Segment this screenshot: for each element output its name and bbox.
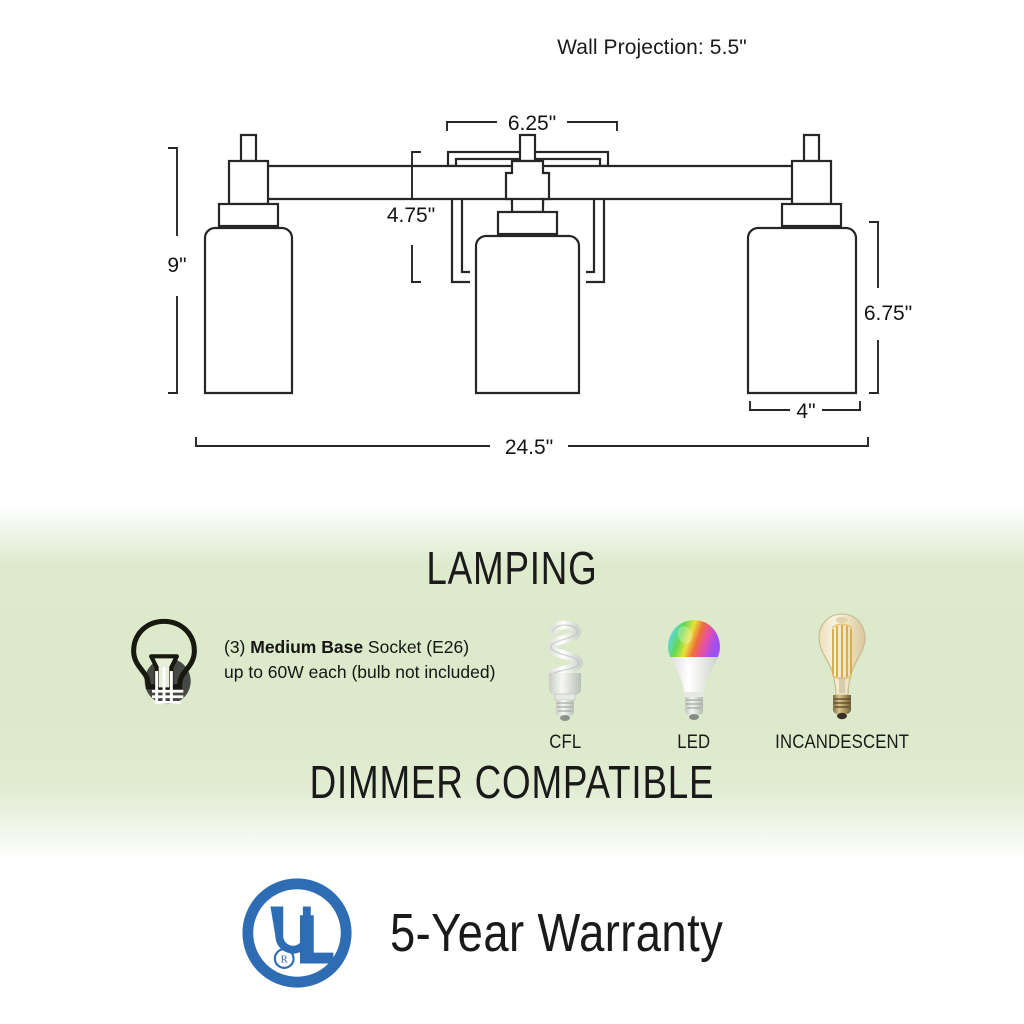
dim-line-245-right <box>568 437 869 447</box>
dim-line-625-left <box>446 121 497 131</box>
dimmer-compatible-heading: DIMMER COMPATIBLE <box>309 756 715 808</box>
dimension-diagram-section: Wall Projection: 5.5" <box>0 0 1024 510</box>
socket-spec-line-1: (3) Medium Base Socket (E26) <box>224 635 495 660</box>
cfl-bulb-icon <box>546 620 584 721</box>
bulb-item-incandescent: INCANDESCENT <box>758 611 926 754</box>
socket-code: Socket (E26) <box>363 636 470 657</box>
cfl-bulb-art <box>533 611 597 723</box>
socket-count: (3) <box>224 636 251 657</box>
dim-label-475: 4.75" <box>387 204 435 227</box>
warranty-label: 5-Year Warranty <box>389 903 723 963</box>
dim-line-245-left <box>195 437 490 447</box>
dim-line-625-right <box>567 121 618 131</box>
bulb-label-led: LED <box>677 732 711 753</box>
light-bulb-icon <box>131 618 197 705</box>
wall-projection-label: Wall Projection: 5.5" <box>557 36 747 59</box>
dim-line-4-right <box>822 401 861 411</box>
dim-label-9: 9" <box>167 254 186 277</box>
dim-label-675: 6.75" <box>864 302 912 325</box>
warranty-section: R 5-Year Warranty <box>0 868 1024 998</box>
dim-line-475-bottom <box>411 245 421 283</box>
dim-label-625: 6.25" <box>508 112 556 135</box>
bulb-label-cfl: CFL <box>548 732 582 753</box>
dim-line-675-bottom <box>869 340 879 394</box>
bulb-type-gallery: CFL <box>500 604 930 754</box>
lamping-heading: LAMPING <box>426 542 598 594</box>
led-bulb-art <box>662 611 726 723</box>
dim-label-4: 4" <box>796 400 815 423</box>
incandescent-bulb-icon <box>818 613 866 720</box>
socket-base-type: Medium Base <box>250 636 364 657</box>
dim-line-4-left <box>749 401 790 411</box>
socket-spec-row: (3) Medium Base Socket (E26) up to 60W e… <box>118 614 495 706</box>
socket-spec-line-2: up to 60W each (bulb not included) <box>224 662 496 682</box>
bulb-label-incandescent: INCANDESCENT <box>774 732 910 753</box>
socket-spec-text: (3) Medium Base Socket (E26) up to 60W e… <box>224 635 495 686</box>
dim-line-675-top <box>869 221 879 288</box>
fixture-line-drawing: 6.25" 9" 4.75" 6.75" 4" 24.5" <box>167 112 912 459</box>
incandescent-bulb-art <box>811 611 873 723</box>
dim-line-9-top <box>168 147 178 236</box>
dim-line-475-top <box>411 151 421 198</box>
wall-projection-note: Wall Projection: 5.5" <box>0 36 1024 60</box>
ul-certification-logo: R <box>242 878 352 988</box>
led-bulb-icon <box>668 620 720 720</box>
bulb-item-cfl: CFL <box>500 611 630 754</box>
dim-line-9-bottom <box>168 296 178 394</box>
dim-label-245: 24.5" <box>505 436 553 459</box>
svg-text:R: R <box>280 954 288 966</box>
bulb-item-led: LED <box>630 611 758 754</box>
